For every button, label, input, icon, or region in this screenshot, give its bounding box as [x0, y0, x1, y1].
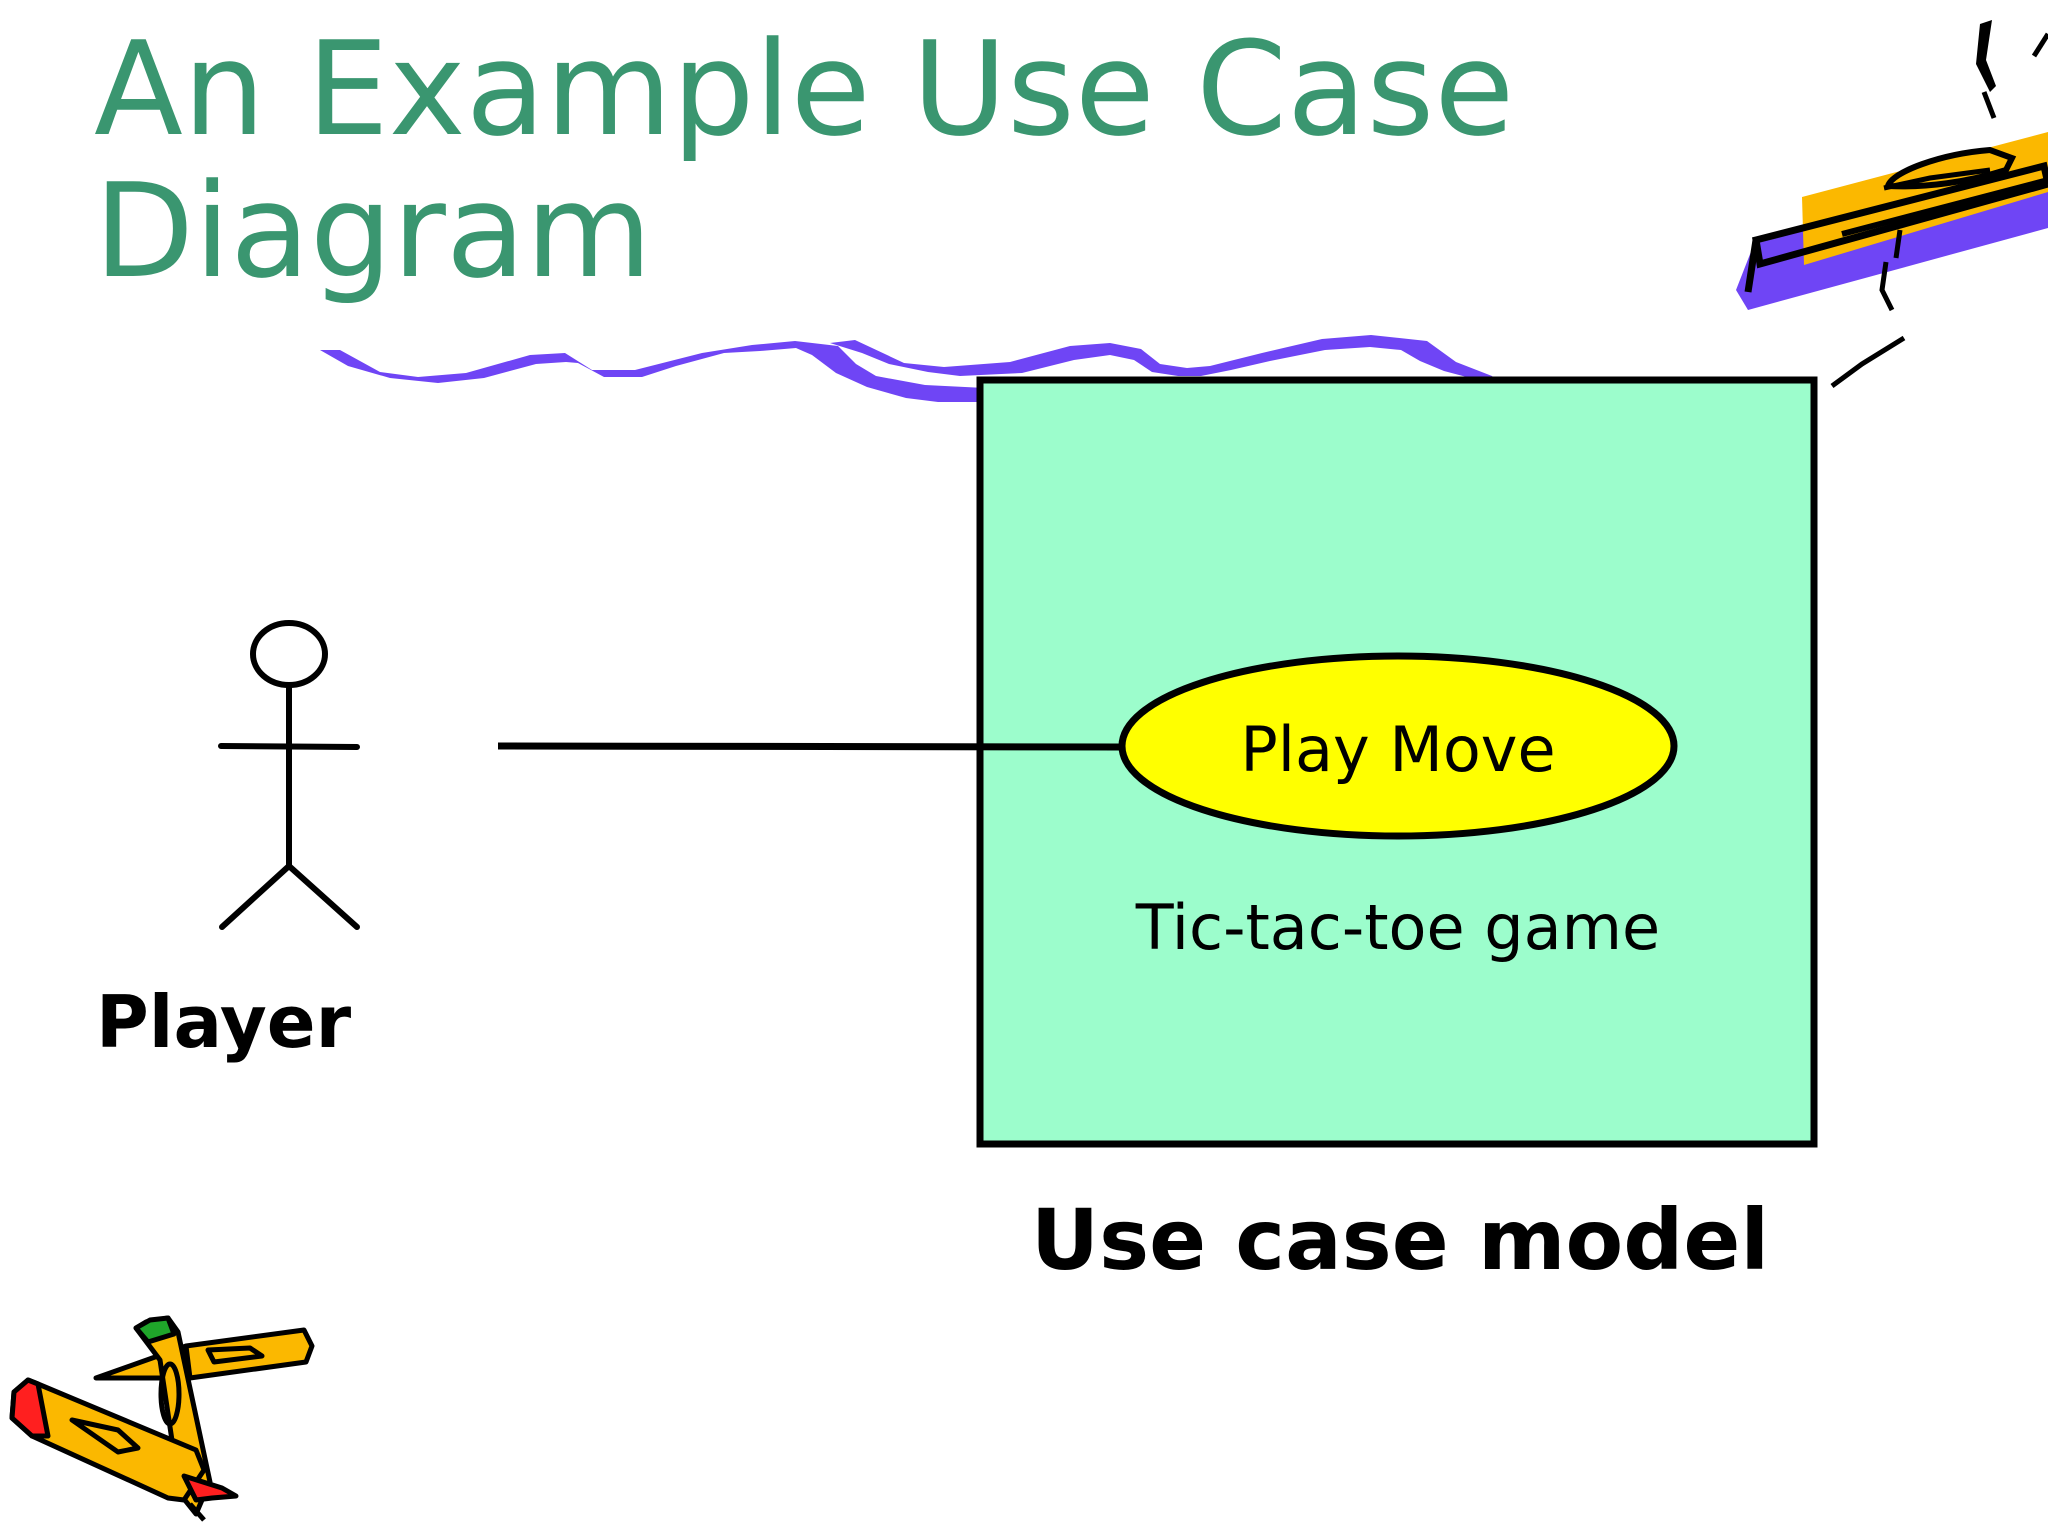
- slide-title: An Example Use Case Diagram: [94, 13, 1515, 307]
- pencil-clipart-icon: [1736, 20, 2048, 389]
- system-label: Tic-tac-toe game: [1135, 891, 1661, 964]
- association-line: [497, 742, 1121, 751]
- actor-stick-figure-icon: [218, 620, 360, 930]
- diagram-caption: Use case model: [1030, 1191, 1770, 1289]
- actor-label: Player: [96, 980, 352, 1064]
- use-case-ellipse: [1118, 652, 1678, 840]
- use-case-label: Play Move: [1240, 713, 1556, 786]
- crossed-pencils-clipart-icon: [9, 1315, 315, 1522]
- scribble-decoration: [320, 335, 1496, 402]
